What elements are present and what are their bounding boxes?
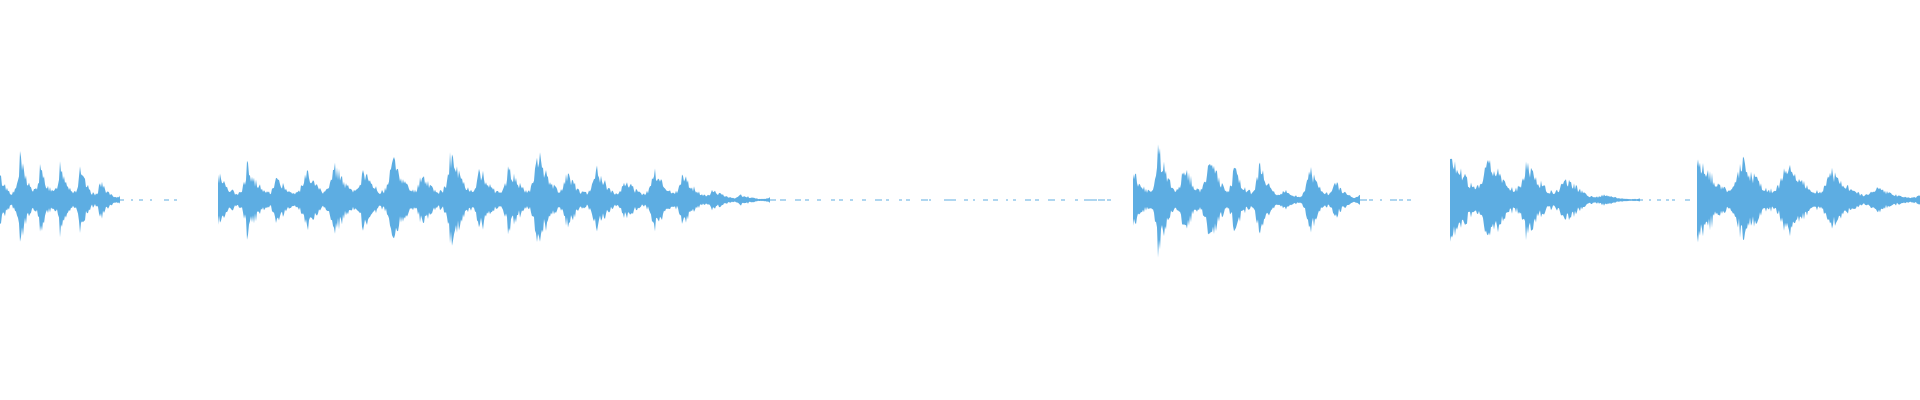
waveform-segment-4 [1450,158,1640,242]
waveform-segment-1 [0,151,120,242]
waveform-segment-2 [218,152,770,246]
waveform-segment-5 [1697,156,1920,243]
waveform-peaks [0,144,1920,258]
waveform-segment-3 [1133,144,1360,258]
